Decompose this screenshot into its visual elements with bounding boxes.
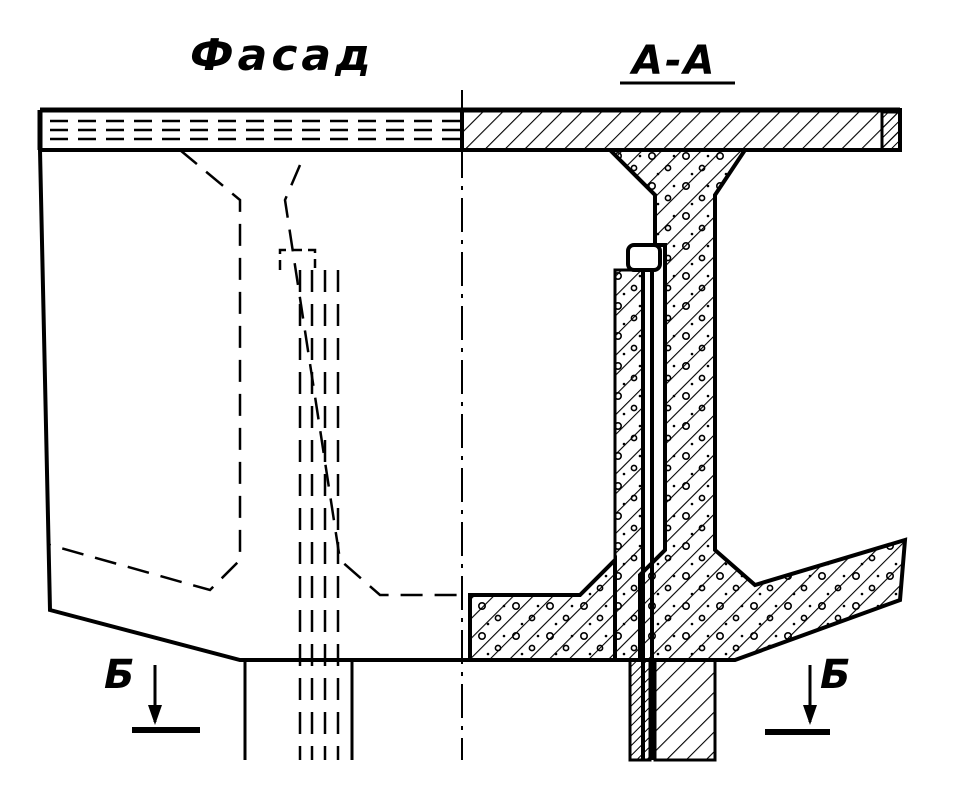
deck-water-dashes [50,119,460,141]
deck-end-block [880,110,902,152]
bottom-flange-left-aggregate [470,560,615,660]
hidden-cap [278,248,317,270]
hidden-right-haunch [283,164,470,597]
connection-plate-aggregate [615,270,643,660]
facade-column [243,660,354,760]
hidden-bolt-lines [298,270,340,760]
facade-outline [38,149,640,662]
hidden-left-haunch [49,149,242,592]
column-section-left [628,658,652,762]
section-deck-slab [462,110,900,150]
column-section-right [653,658,717,762]
section-title: А-А [632,38,717,84]
bolt-head [626,243,662,272]
cut-label-right: Б [820,652,851,698]
facade-view [37,107,900,760]
section-a-a [460,108,908,762]
facade-title: Фасад [190,30,375,81]
cut-mark-right [765,665,830,735]
cut-mark-left [132,665,200,733]
girder-web-aggregate [610,150,905,660]
cut-label-left: Б [104,652,135,698]
